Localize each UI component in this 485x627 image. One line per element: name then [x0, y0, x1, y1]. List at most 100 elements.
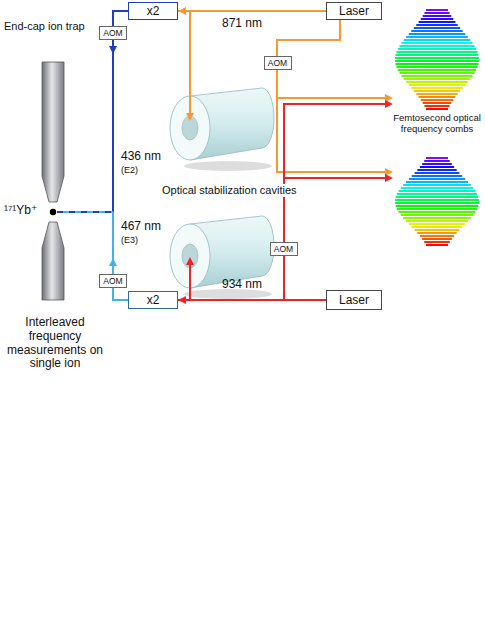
beam-lines: [57, 11, 386, 300]
comb-line: [399, 190, 476, 192]
comb-line: [403, 184, 471, 186]
label-text: 934 nm: [222, 278, 262, 292]
comb-line: [420, 235, 454, 237]
comb-line: [395, 57, 479, 59]
comb-line: [406, 36, 468, 38]
doubler-box: x2: [128, 2, 178, 20]
beam-connector: [113, 11, 128, 26]
comb-line: [417, 169, 456, 171]
comb-line: [422, 238, 452, 240]
comb-line: [424, 241, 450, 243]
label-text: End-cap ion trap: [4, 20, 85, 33]
beam-connector: [178, 296, 326, 304]
comb-line: [416, 24, 457, 26]
comb-line: [422, 163, 452, 165]
trapped-ion: [50, 209, 56, 215]
doubler-box: x2: [128, 291, 178, 309]
label-text: 436 nm: [121, 150, 161, 164]
box-text: Laser: [339, 294, 369, 306]
trap-electrode: [42, 62, 64, 202]
comb-line: [411, 87, 462, 89]
comb-line: [396, 63, 479, 65]
beam-arrowheads: [109, 46, 393, 266]
comb-line: [395, 199, 479, 201]
comb-line: [412, 175, 463, 177]
box-text: x2: [147, 5, 160, 17]
comb-line: [404, 39, 470, 41]
label-text: (E3): [121, 235, 138, 245]
comb-line: [397, 193, 477, 195]
comb-line: [398, 69, 476, 71]
comb-line: [399, 72, 474, 74]
comb-line: [403, 217, 471, 219]
box-text: x2: [147, 294, 160, 306]
aom-box: AOM: [99, 274, 127, 288]
aom-box: AOM: [264, 56, 292, 70]
comb-line: [396, 51, 477, 53]
comb-line: [419, 21, 456, 23]
comb-line: [396, 205, 479, 207]
optical-cavity: [170, 88, 274, 171]
beam-connector: [284, 256, 326, 300]
aom-box: AOM: [99, 26, 127, 40]
trap-electrode: [42, 222, 64, 300]
comb-line: [426, 244, 448, 246]
beam-connector: [178, 7, 326, 15]
comb-line: [402, 75, 473, 77]
comb-line: [411, 30, 462, 32]
comb-line: [421, 99, 454, 101]
comb-line: [396, 54, 479, 56]
comb-line: [419, 96, 456, 98]
label-text: 871 nm: [222, 17, 262, 31]
comb-line: [416, 93, 457, 95]
beam-connector: [277, 20, 340, 56]
comb-line: [423, 102, 452, 104]
comb-line: [398, 48, 476, 50]
comb-line: [406, 181, 468, 183]
label-text: (E2): [121, 165, 138, 175]
comb-line: [406, 81, 468, 83]
box-text: AOM: [103, 29, 122, 38]
box-text: AOM: [268, 59, 287, 68]
optical-cavity: [170, 216, 274, 299]
comb-line: [409, 84, 466, 86]
label-text: ¹⁷¹Yb⁺: [4, 204, 37, 218]
comb-line: [423, 15, 452, 17]
comb-line: [396, 66, 477, 68]
comb-line: [426, 9, 448, 11]
comb-line: [395, 60, 479, 62]
box-text: Laser: [339, 5, 369, 17]
comb-line: [426, 108, 448, 110]
comb-line: [399, 211, 476, 213]
comb-line: [401, 214, 474, 216]
comb-line: [415, 229, 460, 231]
comb-line: [395, 202, 479, 204]
comb-line: [414, 27, 460, 29]
comb-line: [412, 226, 463, 228]
box-text: AOM: [274, 245, 293, 254]
comb-line: [396, 196, 479, 198]
laser-box: Laser: [326, 2, 382, 20]
comb-line: [409, 33, 466, 35]
comb-line: [415, 172, 460, 174]
box-text: AOM: [103, 277, 122, 286]
comb-line: [406, 220, 468, 222]
beam-connector: [113, 288, 128, 300]
aom-box: AOM: [270, 242, 298, 256]
comb-line: [417, 232, 456, 234]
label-text: Femtosecond optical frequency combs: [393, 113, 481, 135]
comb-line: [420, 166, 454, 168]
comb-line: [404, 78, 470, 80]
comb-line: [424, 160, 450, 162]
comb-line: [402, 42, 473, 44]
comb-line: [421, 18, 454, 20]
label-text: Interleaved frequency measurements on si…: [2, 316, 108, 371]
comb-line: [414, 90, 460, 92]
comb-line: [409, 178, 465, 180]
comb-line: [409, 223, 465, 225]
comb-line: [426, 157, 448, 159]
label-text: Optical stabilization cavities: [160, 184, 299, 197]
